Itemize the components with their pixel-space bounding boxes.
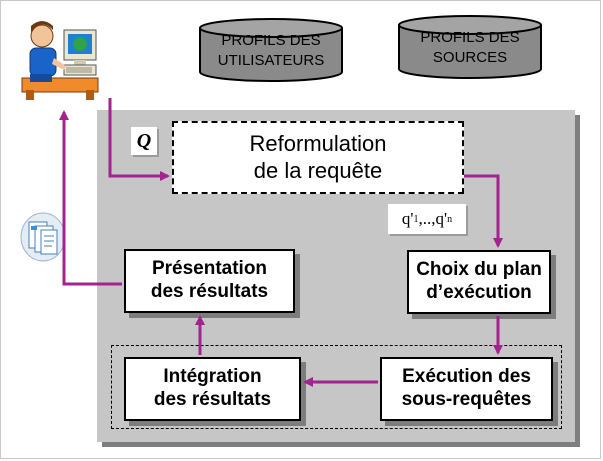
- execution-box: Exécution des sous-requêtes: [380, 357, 553, 421]
- plan-line2: d’exécution: [426, 282, 532, 303]
- plan-line1: Choix du plan: [416, 259, 542, 281]
- execution-plan-box: Choix du plan d’exécution: [407, 250, 551, 314]
- database-label-line2: UTILISATEURS: [217, 52, 325, 69]
- reformulation-box: Reformulation de la requête: [172, 121, 464, 194]
- execution-line1: Exécution des: [402, 366, 531, 388]
- subquery-prefix: q': [401, 209, 414, 228]
- reformulation-line2: de la requête: [253, 157, 383, 183]
- query-label: Q: [131, 127, 157, 155]
- database-label-line1: PROFILS DES: [221, 32, 321, 49]
- subquery-index-n: n: [447, 213, 453, 225]
- subquery-index-1: 1: [413, 213, 419, 225]
- subqueries-label: q'1,..,q'n: [388, 204, 466, 234]
- arrow-presentation-to-user: [59, 110, 122, 286]
- presentation-line1: Présentation: [151, 258, 268, 280]
- arrow-reformulation-to-plan: [464, 174, 503, 248]
- arrow-user-to-reformulation: [108, 98, 170, 181]
- execution-integration-region: [111, 345, 562, 429]
- database-user-profiles: PROFILS DES UTILISATEURS: [198, 17, 344, 83]
- user-at-computer-icon: [20, 18, 100, 100]
- reformulation-line1: Reformulation: [249, 131, 387, 157]
- database-label-line2: SOURCES: [432, 49, 508, 66]
- database-label-line1: PROFILS DES: [420, 29, 520, 46]
- integration-line2: des résultats: [153, 389, 272, 410]
- integration-box: Intégration des résultats: [124, 357, 301, 421]
- integration-line1: Intégration: [163, 366, 262, 388]
- presentation-line2: des résultats: [150, 281, 269, 302]
- documents-icon: [20, 212, 66, 262]
- execution-line2: sous-requêtes: [401, 389, 532, 410]
- subquery-separator: ,..,q': [418, 209, 448, 228]
- presentation-box: Présentation des résultats: [124, 249, 295, 313]
- database-source-profiles: PROFILS DES SOURCES: [397, 14, 543, 80]
